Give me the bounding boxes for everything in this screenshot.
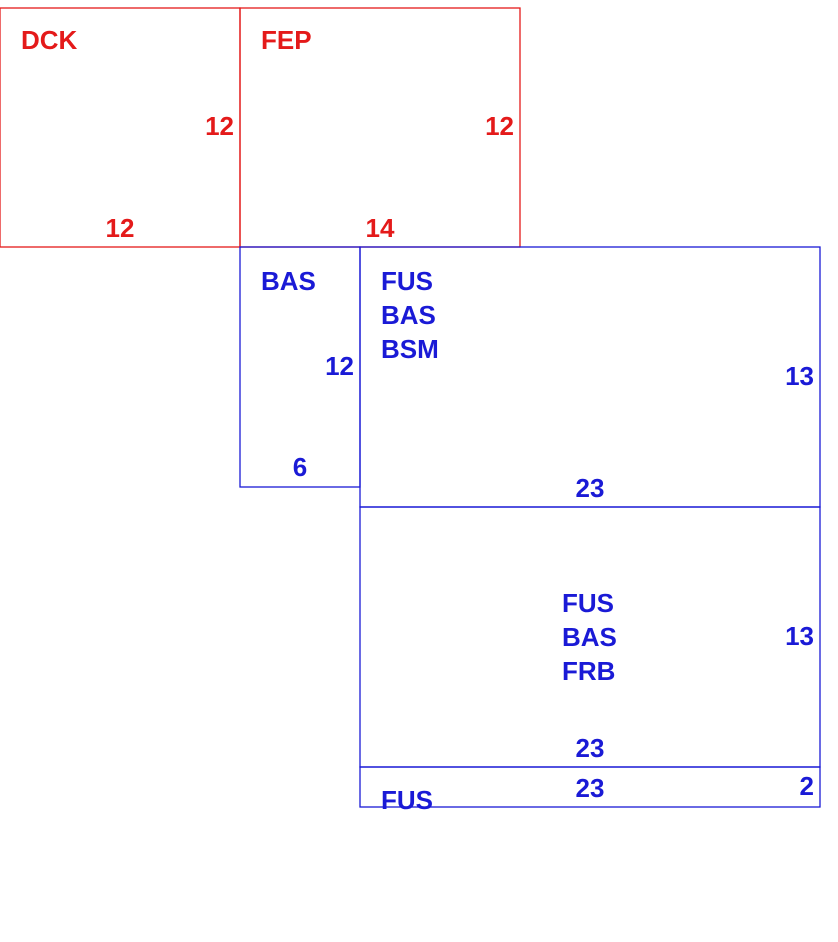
room-fus-bas-bsm-width: 23 xyxy=(576,473,605,503)
room-fus-width: 23 xyxy=(576,773,605,803)
room-fus-bas-bsm-label-2: BAS xyxy=(381,300,436,330)
room-fus-bas-bsm: FUS BAS BSM 13 23 xyxy=(359,246,821,508)
room-fus-outline xyxy=(359,766,821,808)
room-fep-label: FEP xyxy=(261,25,312,55)
room-bas-depth: 12 xyxy=(325,351,354,381)
room-fus-bas-bsm-label-1: FUS xyxy=(381,266,433,296)
room-fus-label: FUS xyxy=(381,785,433,815)
room-fus-bas-bsm-depth: 13 xyxy=(785,361,814,391)
room-fus-bas-frb-label-2: BAS xyxy=(562,622,617,652)
room-dck: DCK 12 12 xyxy=(0,7,241,248)
room-bas: BAS 12 6 xyxy=(239,246,361,488)
room-fep-depth: 12 xyxy=(485,111,514,141)
room-fus: FUS 2 23 xyxy=(359,766,821,815)
room-fus-bas-frb: FUS BAS FRB 13 23 xyxy=(359,506,821,768)
room-fus-bas-frb-depth: 13 xyxy=(785,621,814,651)
room-fus-bas-frb-label-1: FUS xyxy=(562,588,614,618)
room-fus-bas-frb-label-3: FRB xyxy=(562,656,615,686)
room-dck-depth: 12 xyxy=(205,111,234,141)
room-fep-width: 14 xyxy=(366,213,395,243)
room-bas-label: BAS xyxy=(261,266,316,296)
room-bas-width: 6 xyxy=(293,452,307,482)
room-dck-width: 12 xyxy=(106,213,135,243)
room-dck-label: DCK xyxy=(21,25,78,55)
room-fus-bas-frb-width: 23 xyxy=(576,733,605,763)
room-fus-bas-bsm-label-3: BSM xyxy=(381,334,439,364)
room-fep: FEP 12 14 xyxy=(239,7,521,248)
room-fus-depth: 2 xyxy=(800,771,814,801)
